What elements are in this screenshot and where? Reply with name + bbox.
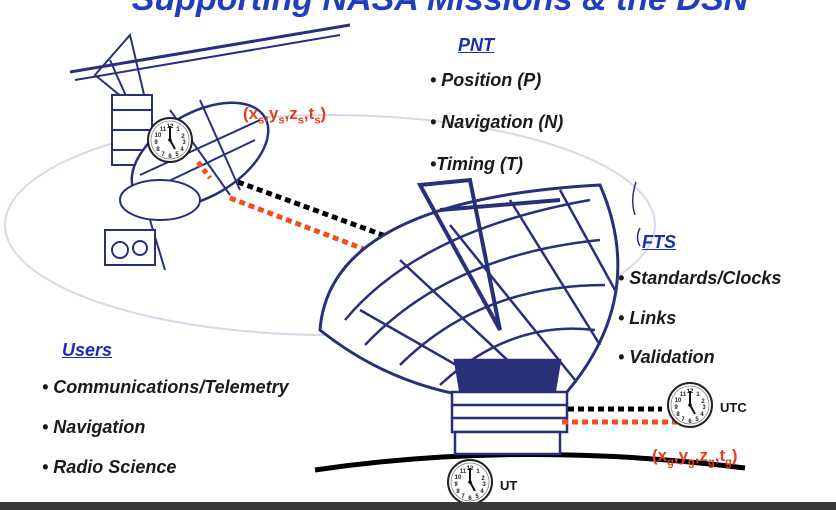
clock-icon [147,117,193,163]
pnt-heading: PNT [458,35,494,55]
spacecraft-coordinates: (xs,ys,zs,ts) [243,104,327,127]
page-title: Supporting NASA Missions & the DSN [60,0,820,19]
users-item-navigation: • Navigation [42,417,146,437]
fts-item-standards: • Standards/Clocks [618,268,782,288]
fts-heading: FTS [642,232,676,252]
users-item-radio-science: • Radio Science [42,457,177,477]
fts-item-links: • Links [618,308,677,328]
bottom-bar [0,502,836,510]
pnt-item-position: • Position (P) [430,70,542,90]
users-item-communications: • Communications/Telemetry [42,377,289,397]
antenna-icon [318,177,620,456]
fts-item-validation: • Validation [618,347,715,367]
pnt-item-navigation: • Navigation (N) [430,112,564,132]
clock-icon [667,382,713,428]
clock-icon [447,459,493,505]
spacecraft-icon [69,23,351,271]
pnt-item-timing: •Timing (T) [430,154,523,174]
users-heading: Users [62,340,113,360]
ut-label: UT [500,478,518,493]
ground-coordinates: (xg,yg,zg,tg) [652,446,738,469]
utc-label: UTC [720,400,747,415]
link-black-space [237,179,411,248]
